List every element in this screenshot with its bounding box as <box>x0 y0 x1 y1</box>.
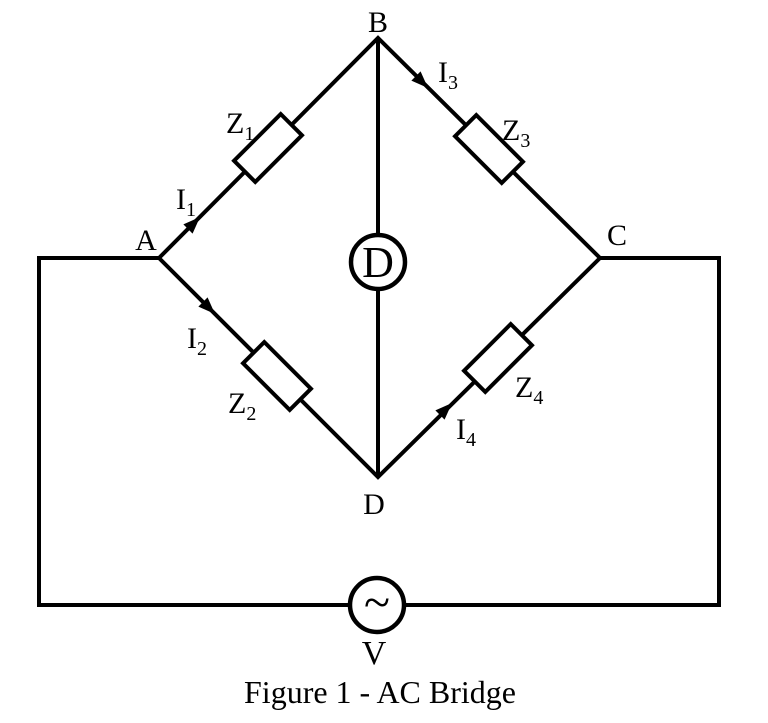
detector-label: D <box>362 238 394 287</box>
i4-arrow-icon <box>435 403 452 420</box>
i1-label: I1 <box>176 183 196 221</box>
impedance-z4-box <box>461 321 535 395</box>
z4-label: Z4 <box>515 371 543 409</box>
impedance-z1-box <box>231 111 305 185</box>
ac-sine-icon: ~ <box>364 576 390 629</box>
z2-label: Z2 <box>228 387 256 425</box>
node-c-label: C <box>607 219 627 252</box>
figure-caption: Figure 1 - AC Bridge <box>244 674 516 710</box>
impedance-z3-box <box>452 112 526 186</box>
node-a-label: A <box>135 224 157 257</box>
z1-label: Z1 <box>226 107 254 145</box>
i4-label: I4 <box>456 413 476 451</box>
i2-label: I2 <box>187 322 207 360</box>
ac-source-circle <box>347 575 407 635</box>
i3-arrow-icon <box>411 71 428 88</box>
i2-arrow-icon <box>198 297 215 314</box>
i3-label: I3 <box>438 56 458 94</box>
node-d-label: D <box>363 488 385 521</box>
impedance-z2-box <box>240 339 314 413</box>
bridge-diamond-wire <box>156 35 603 480</box>
z3-label: Z3 <box>502 114 530 152</box>
source-v-label: V <box>362 635 387 672</box>
node-b-label: B <box>368 6 388 39</box>
detector-circle <box>348 232 408 292</box>
i1-arrow-icon <box>183 217 200 234</box>
